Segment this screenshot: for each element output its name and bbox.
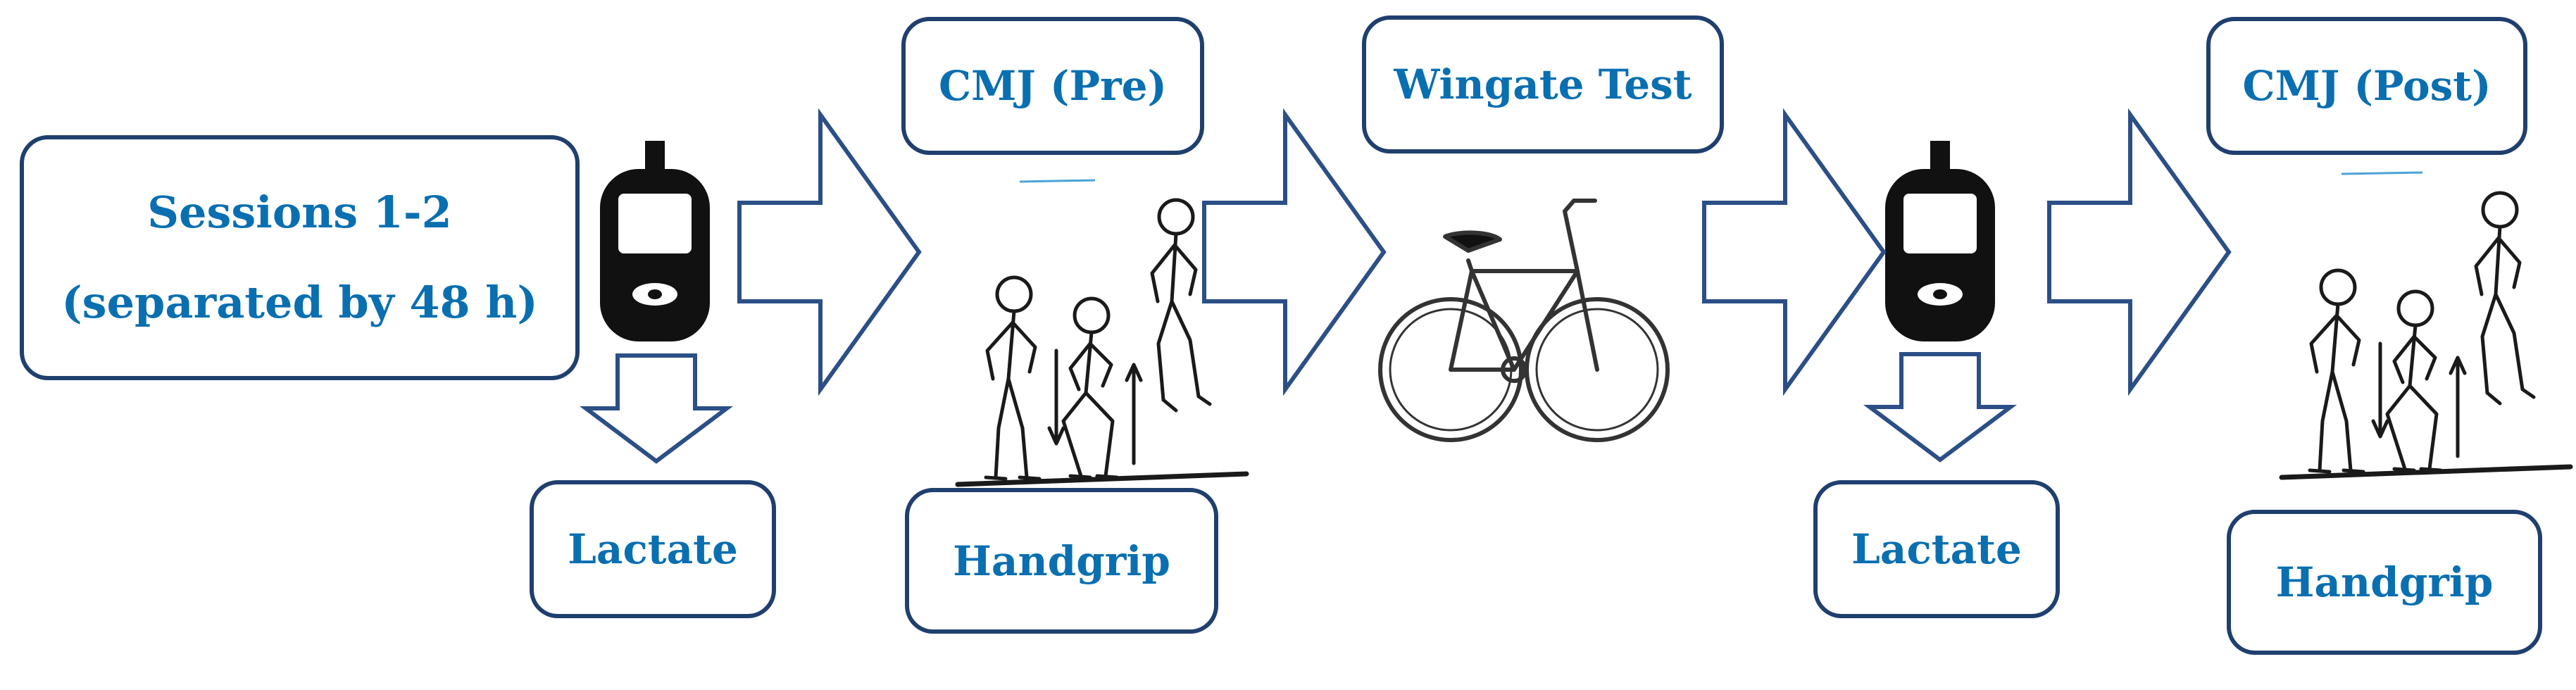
sessions-subtitle: (separated by 48 h) xyxy=(61,277,538,328)
jumping-figures-icon xyxy=(2282,193,2570,477)
cmj-pre-label: CMJ (Pre) xyxy=(939,62,1167,110)
arrow-right-icon xyxy=(1704,115,1884,389)
arrow-right-icon xyxy=(2049,115,2229,389)
handgrip-label-2: Handgrip xyxy=(2275,558,2494,606)
lactate-box-2: Lactate xyxy=(1813,480,2060,618)
sessions-box: Sessions 1-2 (separated by 48 h) xyxy=(20,135,580,380)
cmj-pre-box: CMJ (Pre) xyxy=(901,17,1204,155)
arrow-down-icon xyxy=(586,356,727,461)
cmj-post-label: CMJ (Post) xyxy=(2242,62,2491,110)
handgrip-box-1: Handgrip xyxy=(905,488,1218,634)
glucometer-icon xyxy=(1885,141,1995,341)
handgrip-box-2: Handgrip xyxy=(2227,510,2542,655)
lactate-box-1: Lactate xyxy=(530,480,776,618)
arrow-right-icon xyxy=(1204,115,1384,389)
arrow-right-icon xyxy=(739,115,919,389)
lactate-label-1: Lactate xyxy=(568,525,738,573)
handgrip-label-1: Handgrip xyxy=(953,537,1170,585)
arrow-down-icon xyxy=(1870,354,2011,460)
wingate-box: Wingate Test xyxy=(1362,15,1724,153)
lactate-label-2: Lactate xyxy=(1851,525,2022,573)
wingate-label: Wingate Test xyxy=(1394,61,1692,108)
bicycle-icon xyxy=(1378,199,1670,442)
glucometer-icon xyxy=(600,141,710,341)
sessions-title: Sessions 1-2 xyxy=(147,187,452,238)
cmj-post-box: CMJ (Post) xyxy=(2206,17,2527,155)
